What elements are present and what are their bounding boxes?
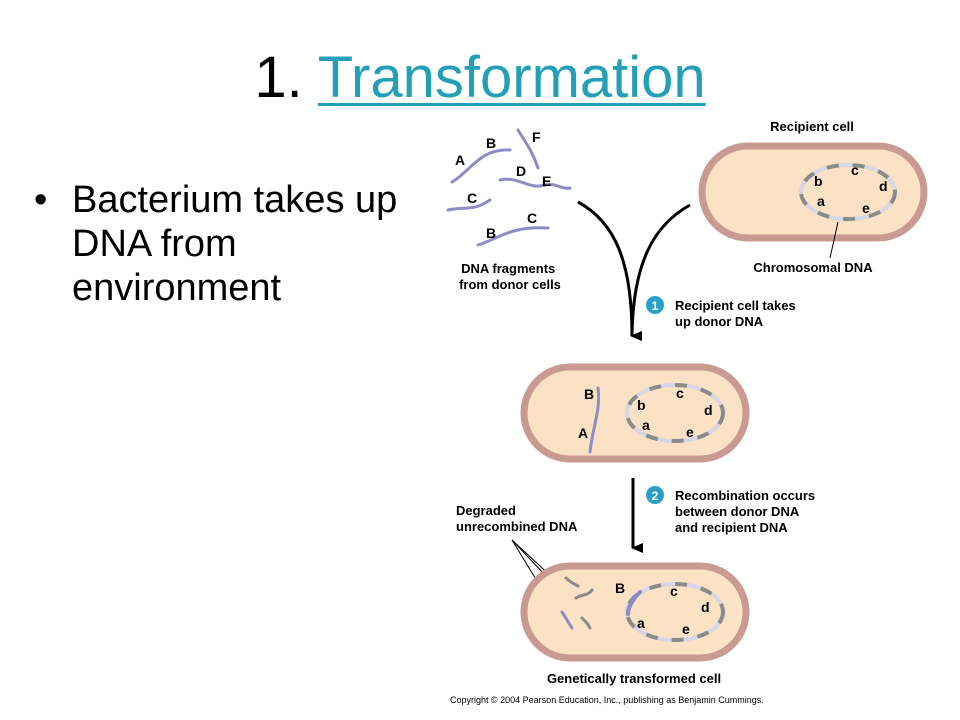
degraded-fragment (560, 610, 574, 630)
gene-label: E (542, 173, 551, 189)
uptake-arrow-left (577, 200, 643, 341)
cell-with-donor-dna (520, 363, 750, 463)
step-1-badge (646, 296, 664, 314)
gene-label: e (862, 200, 870, 216)
dna-fragment (476, 226, 550, 247)
step-1-text: Recipient cell takes up donor DNA (675, 298, 799, 329)
gene-label: a (637, 615, 645, 631)
slide-number: 1. (254, 45, 303, 110)
transformed-chromosome-genes (625, 582, 725, 642)
gene-label: d (704, 402, 713, 418)
step-2-number: 2 (652, 489, 659, 503)
gene-label: A (578, 425, 588, 441)
middle-chromosome-genes (625, 383, 725, 443)
gene-label: d (701, 599, 710, 615)
degraded-fragment (564, 576, 580, 588)
dna-fragment (498, 177, 572, 190)
transformed-cell (520, 562, 750, 662)
dna-fragment (450, 148, 512, 184)
uptake-arrow-right (630, 203, 691, 337)
gene-label: D (516, 163, 526, 179)
degraded-fragment (580, 616, 592, 630)
step-2-badge (646, 486, 664, 504)
dna-fragments-label: DNA fragments from donor cells (459, 261, 561, 292)
transformation-link[interactable]: Transformation (317, 45, 706, 110)
gene-label: B (584, 386, 594, 402)
degraded-dna-label: Degraded unrecombined DNA (456, 503, 578, 534)
recombined-donor-segment (626, 590, 642, 616)
step-2-text: Recombination occurs between donor DNA a… (675, 488, 819, 535)
gene-label: c (676, 385, 684, 401)
gene-label: c (670, 583, 678, 599)
slide-title: 1. Transformation (0, 42, 960, 114)
donor-dna-fragments: A B F D E C C B (446, 128, 572, 247)
gene-label: B (486, 135, 496, 151)
gene-label: c (851, 162, 859, 178)
bullet-item: Bacterium takes up DNA from environment (32, 178, 412, 310)
gene-label: C (467, 190, 477, 206)
gene-label: a (642, 417, 650, 433)
transformed-cell-label: Genetically transformed cell (547, 671, 721, 686)
recipient-chromosome-genes (799, 163, 897, 221)
copyright-text: Copyright © 2004 Pearson Education, Inc.… (450, 695, 764, 705)
donor-dna-inside (588, 386, 601, 454)
bullet-list: Bacterium takes up DNA from environment (32, 178, 412, 310)
dna-fragment (516, 128, 540, 170)
gene-label: B (615, 580, 625, 596)
dna-fragment (446, 198, 492, 212)
gene-label: B (486, 225, 496, 241)
gene-label: e (686, 424, 694, 440)
gene-label: a (817, 193, 825, 209)
gene-label: C (527, 210, 537, 226)
gene-label: b (814, 173, 823, 189)
gene-label: d (879, 178, 888, 194)
gene-label: e (682, 621, 690, 637)
gene-label: b (637, 397, 646, 413)
degraded-fragment (574, 588, 594, 600)
recipient-cell-label: Recipient cell (770, 119, 854, 134)
chromosomal-dna-label: Chromosomal DNA (753, 260, 873, 275)
gene-label: A (455, 152, 465, 168)
recipient-cell (698, 142, 928, 242)
step-1-number: 1 (652, 299, 659, 313)
chromosomal-dna-pointer (829, 221, 839, 259)
gene-label: F (532, 129, 541, 145)
